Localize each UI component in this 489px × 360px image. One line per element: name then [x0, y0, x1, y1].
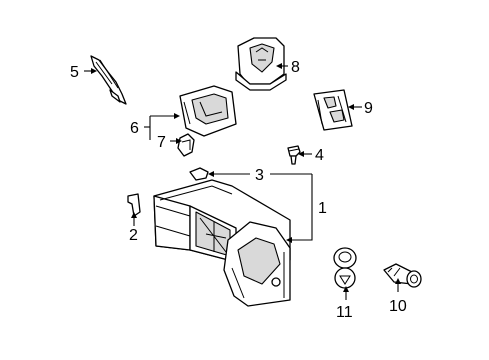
- callout-1: 1: [318, 200, 327, 217]
- callout-9: 9: [364, 100, 373, 117]
- part-5-trim-bracket: [90, 55, 127, 105]
- callout-4: 4: [315, 147, 324, 164]
- callout-2: 2: [129, 227, 138, 244]
- part-3-clip: [189, 167, 209, 181]
- callout-10: 10: [389, 298, 407, 315]
- part-6-console-lid: [179, 85, 237, 137]
- callout-11: 11: [336, 304, 353, 321]
- part-8-shift-boot: [235, 37, 287, 91]
- callout-3: 3: [255, 167, 264, 184]
- callout-7: 7: [157, 134, 166, 151]
- part-9-indicator-plate: [313, 89, 353, 131]
- part-10-power-outlet: [383, 263, 422, 288]
- part-11-socket: [333, 247, 357, 289]
- callout-8: 8: [291, 59, 300, 76]
- leader-lines: [84, 63, 401, 300]
- part-4-screw: [287, 145, 301, 165]
- callout-5: 5: [70, 64, 79, 81]
- callout-6: 6: [130, 120, 139, 137]
- part-1-console-housing: [153, 179, 291, 307]
- part-7-clip: [177, 133, 195, 157]
